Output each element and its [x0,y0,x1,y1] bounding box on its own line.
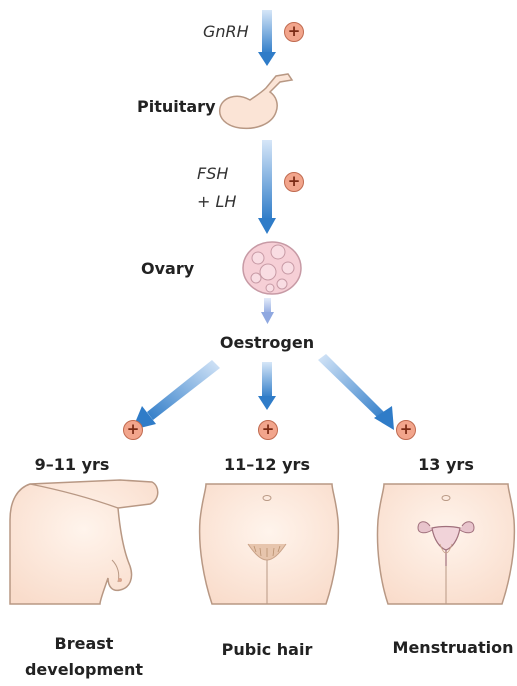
branch-arrow-right [318,354,394,430]
menstruation-plus-icon: + [396,420,416,440]
branch-arrow-left [132,360,220,430]
pubic-hair-illustration [200,484,339,604]
stage-name-menstruation: Menstruation [393,638,514,657]
branch-arrow-center [258,362,276,410]
stage-age-pubic-hair: 11–12 yrs [224,455,310,474]
fsh-label: FSH [197,164,228,183]
stage-age-menstruation: 13 yrs [418,455,474,474]
stage-name-breast-line2: development [25,660,143,679]
menstruation-illustration [377,484,514,604]
oestrogen-arrow [261,298,274,324]
lh-label: + LH [197,192,236,211]
pituitary-label: Pituitary [137,97,216,116]
breast-development-illustration [10,480,158,604]
fsh-lh-plus-icon: + [284,172,304,192]
ovary-label: Ovary [141,259,194,278]
stage-name-breast-line1: Breast [55,634,114,653]
gnrh-arrow [258,10,276,66]
stage-age-breast: 9–11 yrs [35,455,110,474]
breast-plus-icon: + [123,420,143,440]
gnrh-plus-icon: + [284,22,304,42]
pituitary-gland-icon [220,74,292,128]
gnrh-label: GnRH [203,22,249,41]
oestrogen-label: Oestrogen [220,333,314,352]
pubic-hair-plus-icon: + [258,420,278,440]
fsh-lh-arrow [258,140,276,234]
ovary-icon [243,242,301,294]
stage-name-pubic-hair: Pubic hair [222,640,313,659]
